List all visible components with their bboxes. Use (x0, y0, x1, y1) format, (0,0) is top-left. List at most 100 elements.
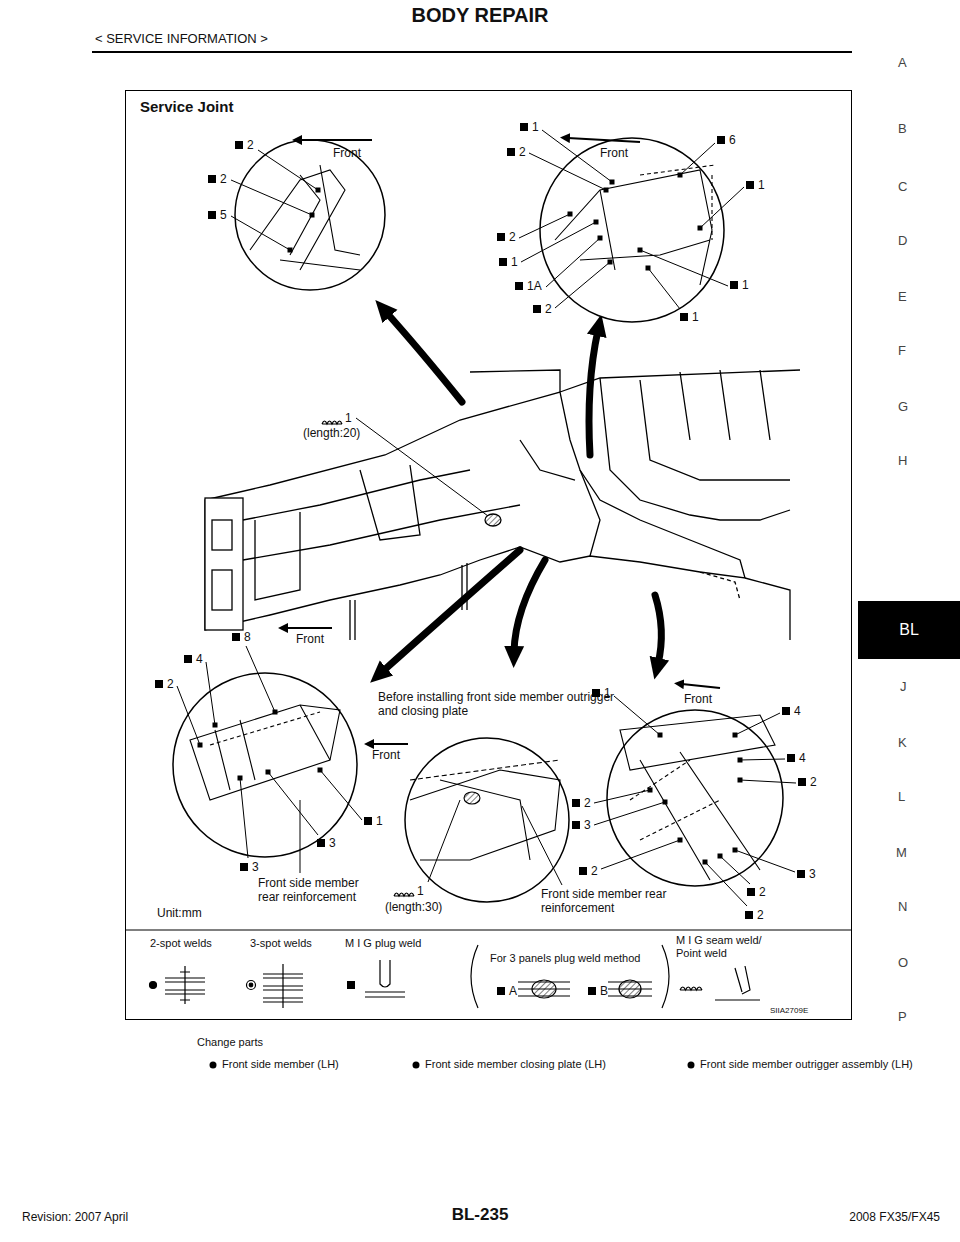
leader-line (740, 759, 785, 760)
text-label: Change parts (197, 1036, 263, 1048)
text-label: J (900, 679, 907, 694)
label-box: 3 (797, 867, 816, 881)
label-box: 8 (232, 630, 251, 644)
weld-spot (288, 248, 293, 253)
callout-number: 3 (584, 818, 591, 832)
callout-number: 2 (519, 145, 526, 159)
weld-symbol (499, 258, 507, 266)
label-box: D (898, 233, 907, 248)
legend-text: M I G seam weld/ Point weld (676, 934, 768, 960)
callout-number: 4 (799, 751, 806, 765)
label-box: BL-235 (380, 1205, 580, 1225)
label-box: 2 (533, 302, 552, 316)
leader-line (246, 646, 275, 712)
label-box: 4 (787, 751, 806, 765)
text-label: Front side member rear reinforcement (541, 887, 666, 915)
leader-line (735, 850, 795, 872)
section-tab: BL (858, 601, 960, 659)
label-box: Front (684, 692, 712, 706)
leader-line (648, 268, 680, 309)
weld-symbol (235, 141, 243, 149)
weld-spot (604, 188, 609, 193)
label-box: P (898, 1009, 907, 1024)
label-box: 2 (208, 172, 227, 186)
leader-line (320, 770, 362, 820)
leader-line (300, 800, 301, 873)
leader-line (594, 790, 650, 803)
leader-line (231, 216, 290, 250)
label-box: 3 (240, 860, 259, 874)
detail-shapes (190, 165, 775, 880)
weld-spot (213, 723, 218, 728)
weld-symbol (208, 211, 216, 219)
text-label: Unit:mm (157, 906, 202, 920)
label-box: 2 (747, 885, 766, 899)
label-box: 2 (572, 796, 591, 810)
detail-circles (173, 138, 783, 902)
callout-number: 3 (329, 836, 336, 850)
label-box: 4 (782, 704, 801, 718)
weld-symbol (515, 282, 523, 290)
text-label: SIIA2709E (770, 1006, 808, 1015)
weld-spot (273, 710, 278, 715)
text-label: M (896, 845, 907, 860)
callout-number: 3 (252, 860, 259, 874)
text-label: K (898, 735, 907, 750)
text-label: A (898, 55, 907, 70)
leader-line (614, 696, 660, 735)
text-label: (length:20) (303, 426, 360, 440)
label-box: O (898, 955, 908, 970)
weld-spot (738, 778, 743, 783)
label-box: Front (333, 146, 361, 160)
weld-symbol (317, 839, 325, 847)
label-box: 2 (745, 908, 764, 922)
callout-number: 4 (196, 652, 203, 666)
legend-symbols (150, 945, 761, 1008)
text-label: N (898, 899, 907, 914)
label-box: M (896, 845, 907, 860)
weld-symbol (240, 863, 248, 871)
callout-number: 1 (742, 278, 749, 292)
weld-symbol (184, 655, 192, 663)
seam-weld-marks (322, 421, 414, 896)
label-box: Front (296, 632, 324, 646)
weld-symbol (507, 148, 515, 156)
weld-symbol (782, 707, 790, 715)
text-label: 1 (345, 411, 352, 425)
callout-number: 2 (810, 775, 817, 789)
weld-spot (718, 854, 723, 859)
label-box: 1 (364, 814, 383, 828)
label-box: 6 (717, 133, 736, 147)
text-label: Before installing front side member outr… (378, 690, 614, 718)
section-tab-text: BL (899, 621, 919, 639)
label-box: 2 (798, 775, 817, 789)
text-label: (length:30) (385, 900, 442, 914)
callout-number: 4 (794, 704, 801, 718)
weld-symbol (730, 281, 738, 289)
text-label: Front (600, 146, 628, 160)
leader-line (519, 214, 570, 238)
weld-spot (738, 758, 743, 763)
label-box: K (898, 735, 907, 750)
text-label: Revision: 2007 April (22, 1210, 128, 1224)
text-label: P (898, 1009, 907, 1024)
label-box: Front side member closing plate (LH) (425, 1058, 606, 1071)
leader-lines (177, 130, 796, 906)
label-box: 1 (730, 278, 749, 292)
text-label: Front (372, 748, 400, 762)
leader-line (231, 180, 312, 215)
service-joint-frame-text: Service Joint (140, 98, 851, 115)
weld-symbol (520, 123, 528, 131)
label-box: Front (600, 146, 628, 160)
leader-line (680, 143, 715, 175)
text-label: Front (333, 146, 361, 160)
weld-symbol (572, 821, 580, 829)
label-box: 3 (572, 818, 591, 832)
weld-symbol (798, 778, 806, 786)
weld-symbol (787, 754, 795, 762)
weld-spot (608, 260, 613, 265)
weld-spot (638, 248, 643, 253)
label-box: Front side member (LH) (222, 1058, 339, 1071)
page-title: BODY REPAIR (0, 4, 960, 28)
label-box: 2 (579, 864, 598, 878)
